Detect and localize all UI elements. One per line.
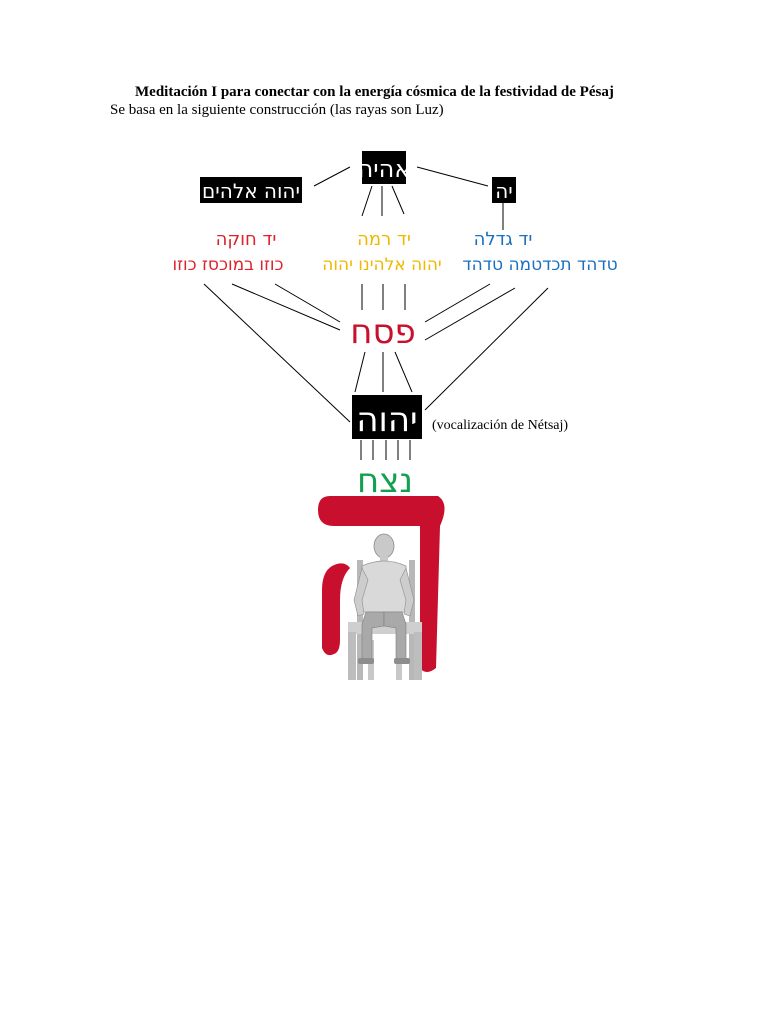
- page-title: Meditación I para conectar con la energí…: [135, 84, 614, 100]
- left-line-2: כוזו במוכסז כוזו: [173, 255, 284, 275]
- top-box: [362, 151, 406, 184]
- page-subtitle: Se basa en la siguiente construcción (la…: [110, 102, 444, 118]
- tetragram-box: [352, 395, 422, 439]
- light-rays: [203, 166, 549, 460]
- seated-person-icon: [348, 533, 422, 680]
- pesach-word: פסח: [350, 312, 416, 352]
- left-line-1: יד חוקה: [216, 229, 277, 250]
- tetragram-text: יהוה: [356, 400, 417, 440]
- right-box: [492, 177, 516, 203]
- left-box-text: יהוה אלהים: [202, 179, 300, 203]
- netsach-word: נצח: [357, 461, 413, 501]
- center-line-1: יד רמה: [357, 229, 411, 250]
- center-line-2: יהוה אלהינו יהוה: [322, 255, 441, 275]
- right-line-1: יד גדלה: [474, 229, 533, 250]
- top-box-text: אהיה: [358, 155, 411, 183]
- hei-letter-icon: [318, 496, 445, 672]
- right-box-text: יה: [495, 179, 513, 203]
- vocalization-note: (vocalización de Nétsaj): [432, 418, 568, 433]
- right-line-2: טדהד תכדטמה טדהד: [462, 255, 617, 275]
- left-box: [200, 177, 302, 203]
